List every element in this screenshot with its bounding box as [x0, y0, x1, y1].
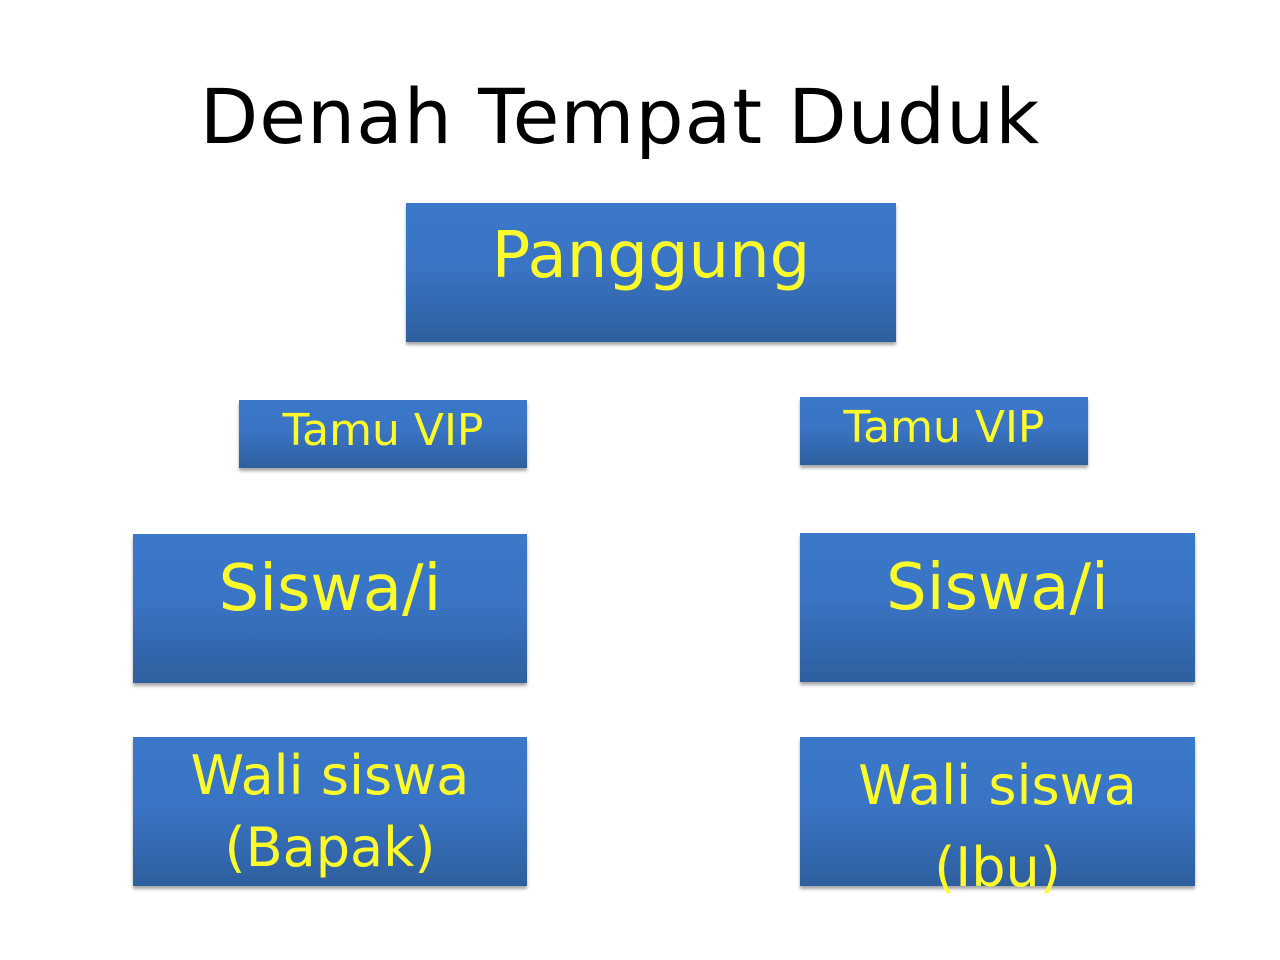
students-box-left: Siswa/i [133, 534, 527, 683]
vip-guest-label-left: Tamu VIP [282, 405, 484, 456]
vip-guest-box-left: Tamu VIP [239, 400, 527, 468]
students-label-right: Siswa/i [886, 551, 1109, 625]
parents-label-father-line2: (Bapak) [224, 816, 436, 879]
page-title: Denah Tempat Duduk [199, 72, 1041, 161]
students-box-right: Siswa/i [800, 533, 1195, 682]
parents-label-father-line1: Wali siswa [190, 744, 470, 807]
parents-box-mother: Wali siswa (Ibu) [800, 737, 1195, 899]
parents-label-mother-line1: Wali siswa [858, 754, 1137, 817]
stage-label: Panggung [491, 219, 811, 293]
parents-box-father: Wali siswa (Bapak) [133, 737, 527, 886]
stage-box: Panggung [406, 203, 896, 342]
vip-guest-label-right: Tamu VIP [843, 402, 1045, 453]
parents-label-mother-line2: (Ibu) [934, 836, 1061, 899]
vip-guest-box-right: Tamu VIP [800, 397, 1088, 465]
students-label-left: Siswa/i [218, 552, 442, 626]
